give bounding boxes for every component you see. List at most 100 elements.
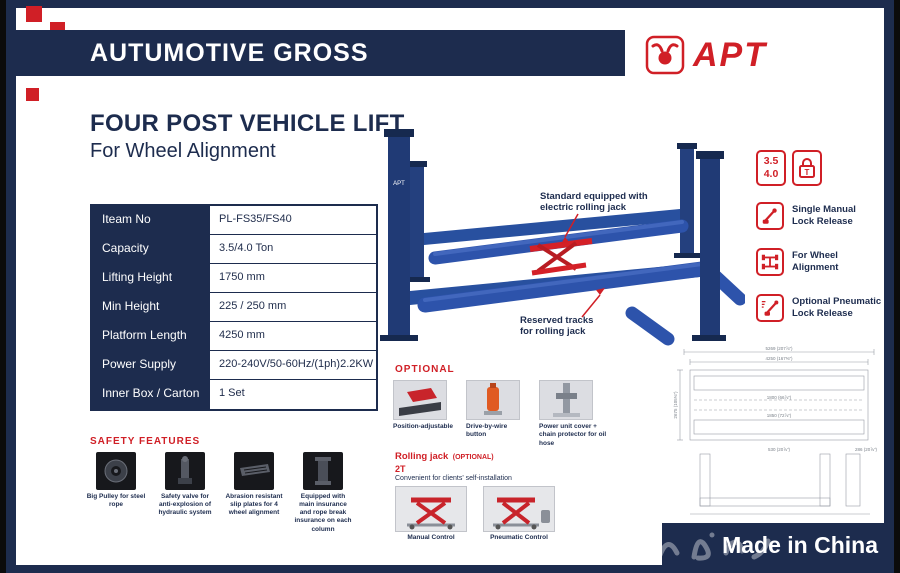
front-right-column <box>692 151 726 341</box>
dim-label: 2675 (105⅜″) <box>673 391 678 419</box>
four-post-lift-drawing: APT Standard equipped with electric roll… <box>380 129 747 346</box>
table-row: Power Supply 220-240V/50-60Hz/(1ph)2.2KW <box>92 351 376 380</box>
optional-row: Position-adjustable Drive-by-wire button… <box>393 380 607 448</box>
dim-label: 530 (20⅞″) <box>768 447 791 452</box>
feature-item: Single Manual Lock Release <box>756 202 892 230</box>
callout-rolling-jack: Standard equipped with electric rolling … <box>540 191 648 244</box>
ton-letter: T <box>805 168 810 177</box>
made-in-china-banner: Made in China <box>662 523 892 567</box>
rolling-jack-item: Manual Control <box>395 486 467 541</box>
spec-value: 225 / 250 mm <box>210 293 376 321</box>
rolling-jack-caption: Manual Control <box>407 534 455 541</box>
red-accent-square-top <box>26 6 42 22</box>
rolling-jack-title: Rolling jack <box>395 451 449 462</box>
dimension-drawing-svg: 5269 (207⅞″) 4250 (167⅜″) 2675 (105⅜″) 1… <box>673 346 878 515</box>
capacity-bottom: 4.0 <box>763 168 779 180</box>
callout-text: for rolling jack <box>520 326 586 337</box>
safety-features-row: Big Pulley for steel rope Safety valve f… <box>86 452 353 534</box>
intro-block: FOUR POST VEHICLE LIFT For Wheel Alignme… <box>90 110 405 163</box>
wheel-alignment-icon <box>761 254 779 270</box>
rolling-jack-section: Rolling jack (OPTIONAL) 2T Convenient fo… <box>395 446 635 541</box>
header-band: AUTUMOTIVE GROSS <box>16 30 625 76</box>
table-row: Inner Box / Carton 1 Set <box>92 380 376 409</box>
slip-plate-icon <box>234 452 274 490</box>
optional-item: Power unit cover + chain protector for o… <box>539 380 607 448</box>
spec-value: 3.5/4.0 Ton <box>210 235 376 263</box>
arrow-icon <box>561 237 569 244</box>
pulley-icon <box>96 452 136 490</box>
capacity-values: 3.5 4.0 <box>756 150 786 186</box>
safety-item: Safety valve for anti-explosion of hydra… <box>155 452 215 534</box>
callout-leader <box>564 213 579 238</box>
feature-list: 3.5 4.0 T Single Manual <box>756 150 892 340</box>
rolling-jack-note: Convenient for clients' self-installatio… <box>395 475 512 482</box>
spec-value: 4250 mm <box>210 322 376 350</box>
rolling-jack-suffix: (OPTIONAL) <box>452 454 494 461</box>
position-adjustable-thumb <box>393 380 447 420</box>
rolling-jack-caption: Pneumatic Control <box>490 534 548 541</box>
product-title: FOUR POST VEHICLE LIFT <box>90 110 405 137</box>
safety-caption: Big Pulley for steel rope <box>86 493 146 509</box>
safety-item: Equipped with main insurance and rope br… <box>293 452 353 534</box>
table-row: Platform Length 4250 mm <box>92 322 376 351</box>
optional-item: Position-adjustable <box>393 380 453 448</box>
safety-item: Big Pulley for steel rope <box>86 452 146 534</box>
spec-table: Iteam No PL-FS35/FS40 Capacity 3.5/4.0 T… <box>90 204 378 411</box>
brand-name: APT <box>693 36 767 74</box>
safety-item: Abrasion resistant slip plates for 4 whe… <box>224 452 284 534</box>
safety-caption: Abrasion resistant slip plates for 4 whe… <box>225 493 283 517</box>
optional-item: Drive-by-wire button <box>466 380 526 448</box>
safety-features-heading: SAFETY FEATURES <box>90 436 201 447</box>
optional-heading: OPTIONAL <box>395 364 455 375</box>
rolling-jack <box>529 238 593 276</box>
optional-caption: Power unit cover + chain protector for o… <box>539 423 607 447</box>
runways <box>417 219 718 313</box>
dim-label: 1850 (72⅞″) <box>767 413 792 418</box>
callout-reserved-tracks: Reserved tracks for rolling jack <box>520 288 605 337</box>
spec-label: Inner Box / Carton <box>92 380 210 409</box>
column-insurance-icon <box>303 452 343 490</box>
optional-caption: Position-adjustable <box>393 423 453 430</box>
rolling-jack-row: Manual Control Pneumatic Control <box>395 486 635 541</box>
spec-label: Lifting Height <box>92 264 210 292</box>
red-accent-square-left <box>26 88 39 101</box>
feature-label: Single Manual Lock Release <box>792 204 856 227</box>
dim-label: 1800 (66⅞″) <box>767 395 792 400</box>
front-left-column: APT <box>380 129 418 341</box>
spec-label: Iteam No <box>92 206 210 234</box>
table-row: Iteam No PL-FS35/FS40 <box>92 206 376 235</box>
dim-label: 286 (20⅞″) <box>855 447 878 452</box>
rear-left-column <box>404 161 430 282</box>
table-row: Min Height 225 / 250 mm <box>92 293 376 322</box>
drive-by-wire-thumb <box>466 380 520 420</box>
safety-caption: Equipped with main insurance and rope br… <box>294 493 352 533</box>
spec-label: Platform Length <box>92 322 210 350</box>
spec-value: 1750 mm <box>210 264 376 292</box>
ramp-front <box>625 306 675 346</box>
bull-head-icon <box>645 35 685 75</box>
safety-valve-icon <box>165 452 205 490</box>
spec-value: 1 Set <box>210 380 376 409</box>
spec-label: Capacity <box>92 235 210 263</box>
feature-label: Optional Pneumatic Lock Release <box>792 296 882 319</box>
capacity-lock: T <box>792 150 822 186</box>
dim-label: 4250 (167⅜″) <box>765 356 793 361</box>
padlock-icon: T <box>799 158 815 178</box>
dim-label: 5269 (207⅞″) <box>765 346 793 351</box>
table-row: Capacity 3.5/4.0 Ton <box>92 235 376 264</box>
optional-caption: Drive-by-wire button <box>466 423 508 439</box>
rolling-jack-capacity: 2T <box>395 464 406 474</box>
lift-illustration: APT Standard equipped with electric roll… <box>380 115 747 365</box>
arrow-icon <box>596 288 605 295</box>
safety-caption: Safety valve for anti-explosion of hydra… <box>158 493 212 517</box>
callout-text: electric rolling jack <box>540 202 627 213</box>
arabic-watermark <box>657 532 771 561</box>
manual-jack-thumb <box>395 486 467 532</box>
pneumatic-jack-thumb <box>483 486 555 532</box>
made-in-china-text: Made in China <box>722 532 878 558</box>
table-row: Lifting Height 1750 mm <box>92 264 376 293</box>
pneumatic-lock-release-icon <box>761 300 779 316</box>
column-brand-label: APT <box>393 181 405 187</box>
feature-label: For Wheel Alignment <box>792 250 839 273</box>
